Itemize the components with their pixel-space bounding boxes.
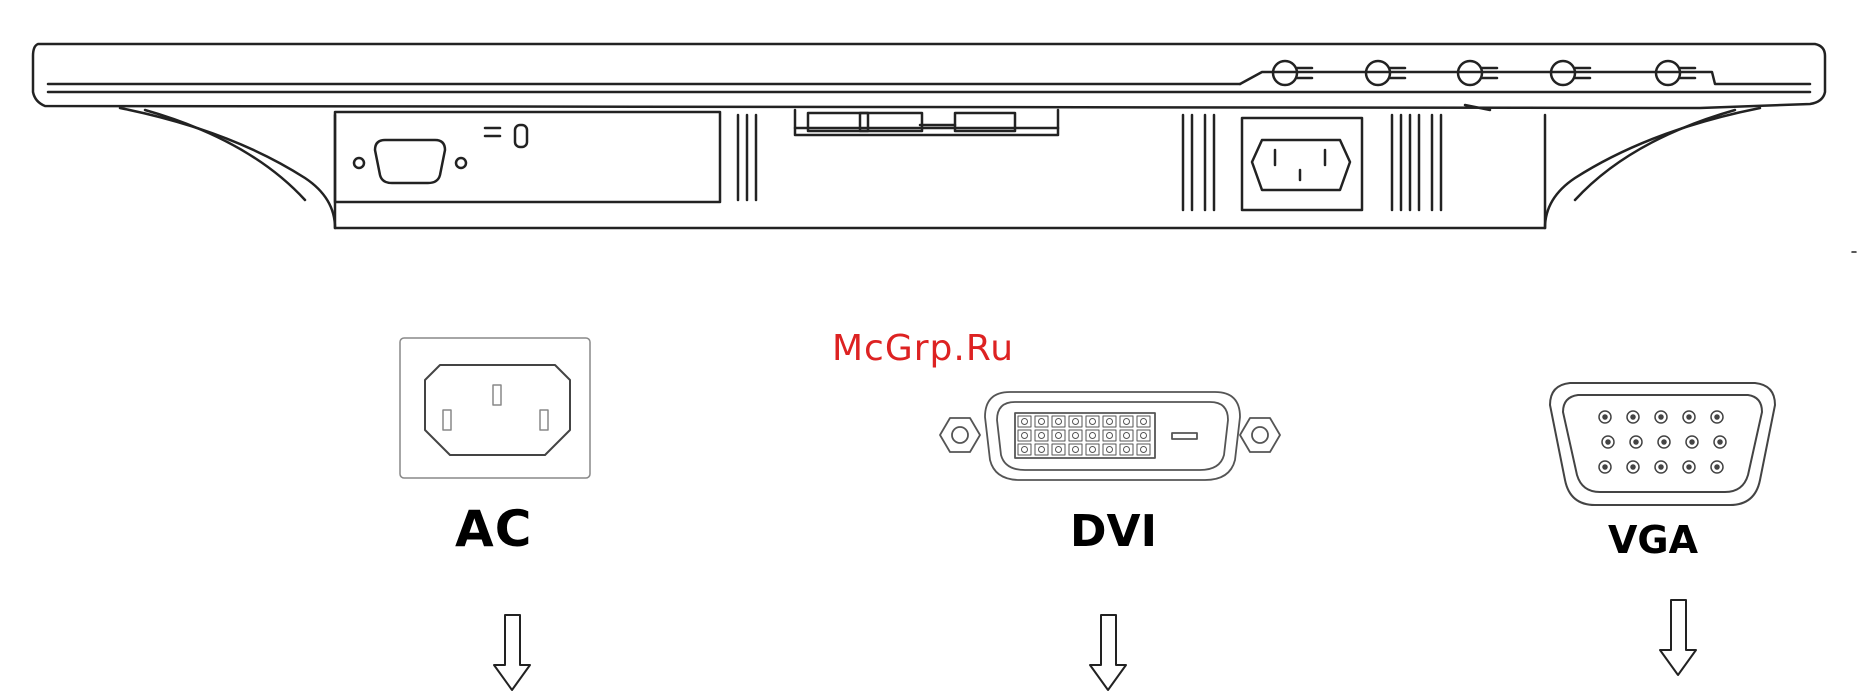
vga-pin-center: [1662, 440, 1666, 444]
dvi-pin-hole: [1022, 433, 1028, 439]
dvi-pin: [1052, 444, 1065, 455]
down-arrow-icon: [1090, 615, 1126, 690]
vga-label: VGA: [1608, 518, 1698, 562]
dvi-pin: [1018, 416, 1031, 427]
vga-pin-center: [1687, 465, 1691, 469]
dvi-pin-hole: [1039, 419, 1045, 425]
dvi-label: DVI: [1070, 506, 1157, 557]
watermark: McGrp.Ru: [832, 328, 1014, 369]
vga-pin-center: [1659, 465, 1663, 469]
rear-vga-panel: [335, 112, 720, 202]
dvi-pin-hole: [1141, 433, 1147, 439]
dvi-pin-hole: [1090, 447, 1096, 453]
ac-socket-icon: [400, 338, 590, 478]
vga-pin-center: [1659, 415, 1663, 419]
vga-pin-center: [1690, 440, 1694, 444]
dvi-pin: [1086, 444, 1099, 455]
dvi-pin-hole: [1090, 419, 1096, 425]
dvi-pin-hole: [1141, 447, 1147, 453]
dvi-pin: [1052, 430, 1065, 441]
dvi-pin-hole: [1039, 447, 1045, 453]
dvi-pin: [1035, 416, 1048, 427]
dvi-pin-hole: [1056, 433, 1062, 439]
dvi-pin: [1103, 416, 1116, 427]
dvi-pin-hole: [1124, 419, 1130, 425]
vga-pin-center: [1718, 440, 1722, 444]
dvi-pin-hole: [1056, 447, 1062, 453]
vga-pin-center: [1631, 465, 1635, 469]
vga-pin-center: [1634, 440, 1638, 444]
vga-pin-center: [1631, 415, 1635, 419]
dvi-pin: [1086, 430, 1099, 441]
ac-label: AC: [455, 500, 532, 558]
dvi-pin-hole: [1124, 433, 1130, 439]
dvi-pin-hole: [1073, 447, 1079, 453]
dvi-pin: [1137, 430, 1150, 441]
rear-signal-ports: [795, 110, 1058, 135]
dvi-pin-hole: [1073, 419, 1079, 425]
dvi-pin-hole: [1141, 419, 1147, 425]
vga-port-icon: [1550, 383, 1775, 505]
dvi-pin-hole: [1022, 419, 1028, 425]
dvi-pin-hole: [1039, 433, 1045, 439]
rear-ac-socket: [1242, 118, 1362, 210]
vga-pin-center: [1715, 465, 1719, 469]
vga-pin-center: [1603, 415, 1607, 419]
vga-pin-center: [1606, 440, 1610, 444]
dvi-pin: [1103, 430, 1116, 441]
dvi-pin-hole: [1107, 447, 1113, 453]
dvi-pin: [1018, 430, 1031, 441]
dvi-pin-hole: [1056, 419, 1062, 425]
dvi-port-icon: [940, 392, 1280, 480]
dvi-pin: [1120, 444, 1133, 455]
dvi-pin-hole: [1107, 433, 1113, 439]
vga-pin-center: [1715, 415, 1719, 419]
vga-pin-center: [1603, 465, 1607, 469]
dvi-pin: [1069, 416, 1082, 427]
dvi-pin: [1069, 444, 1082, 455]
dvi-pins: [1018, 416, 1150, 455]
dvi-pin-hole: [1073, 433, 1079, 439]
dvi-pin: [1137, 416, 1150, 427]
dvi-pin-hole: [1124, 447, 1130, 453]
dvi-pin: [1120, 416, 1133, 427]
dvi-pin: [1120, 430, 1133, 441]
down-arrow-icon: [1660, 600, 1696, 675]
dvi-pin: [1035, 430, 1048, 441]
dvi-pin: [1137, 444, 1150, 455]
dvi-pin: [1103, 444, 1116, 455]
monitor-bottom-view: [33, 44, 1825, 228]
vga-pin-center: [1687, 415, 1691, 419]
dvi-pin-hole: [1022, 447, 1028, 453]
dvi-pin: [1035, 444, 1048, 455]
dvi-pin-hole: [1107, 419, 1113, 425]
dvi-pin-hole: [1090, 433, 1096, 439]
dvi-pin: [1018, 444, 1031, 455]
down-arrow-icon: [494, 615, 530, 690]
dvi-pin: [1052, 416, 1065, 427]
dvi-pin: [1086, 416, 1099, 427]
dvi-pin: [1069, 430, 1082, 441]
